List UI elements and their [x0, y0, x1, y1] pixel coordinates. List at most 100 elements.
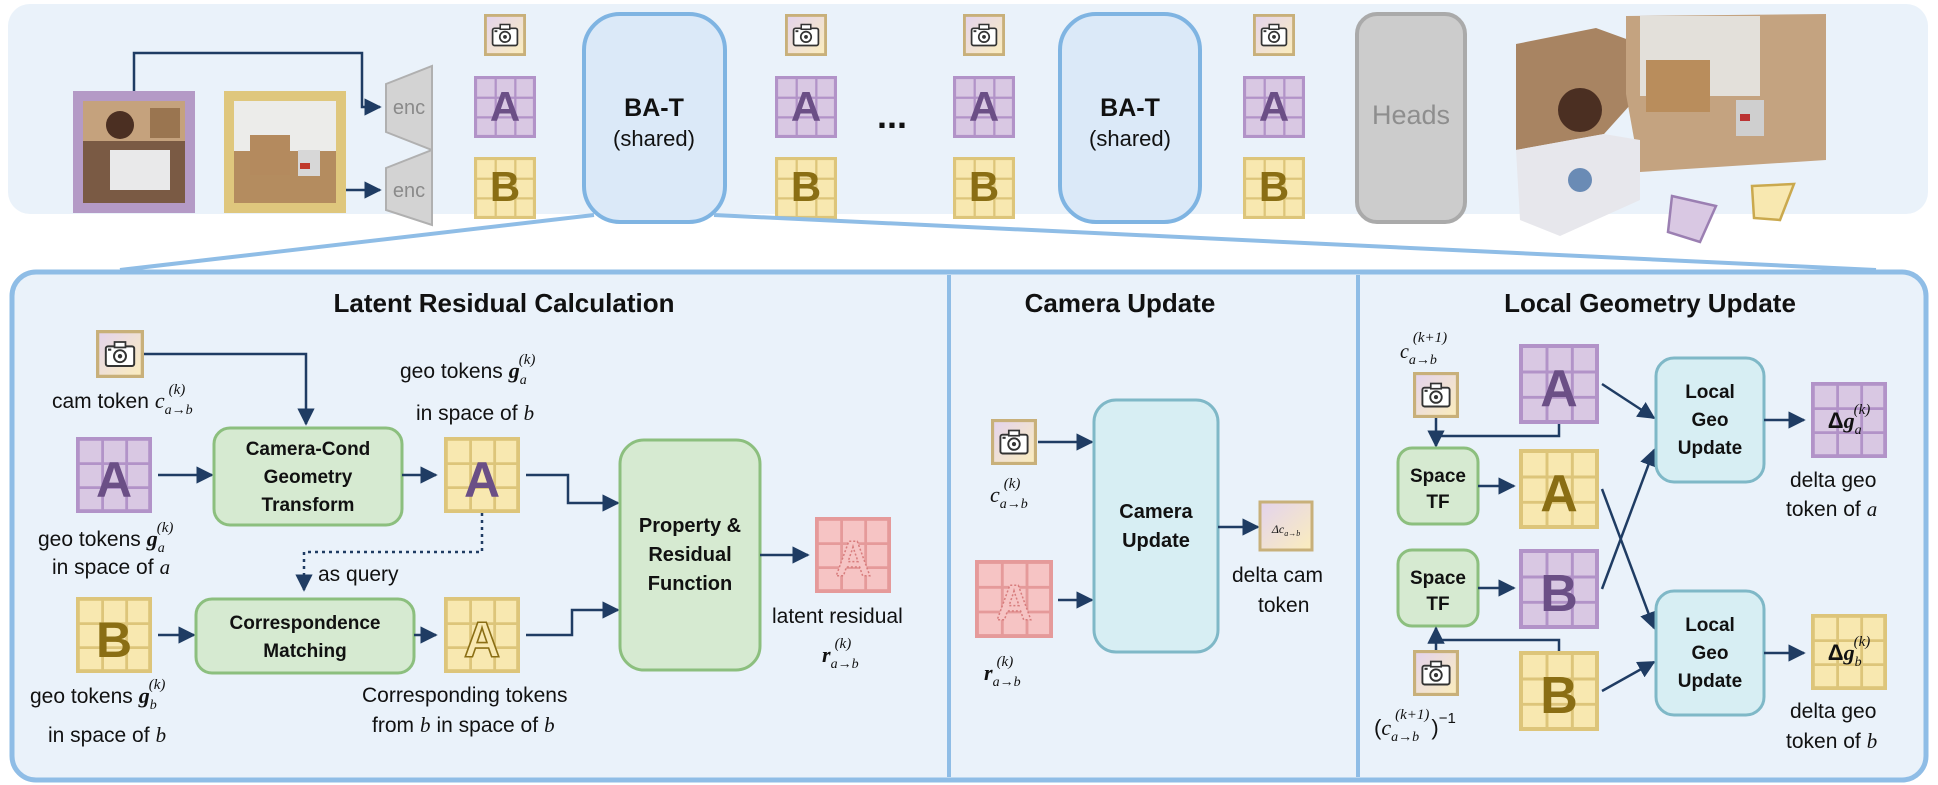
- lgu-a-top-letter: A: [1540, 360, 1578, 418]
- lgu-b-in-a-letter: B: [1540, 565, 1578, 623]
- heads-label: Heads: [1372, 100, 1450, 130]
- zoom-line-right: [713, 213, 1877, 272]
- token-a-letter: A: [1259, 83, 1289, 130]
- input-image-a: [73, 91, 195, 213]
- lgu-b-line-3: Update: [1678, 671, 1742, 692]
- a-top-to-lgu-a-arrow: [1601, 382, 1656, 420]
- token-b-letter: B: [490, 163, 520, 210]
- token-column-4: A B: [1243, 14, 1305, 219]
- a-in-b-to-lgu-b-arrow: [1600, 488, 1657, 630]
- input-image-b: [224, 91, 346, 213]
- residual-a-letter: A: [835, 531, 871, 587]
- latent-title: Latent Residual Calculation: [334, 288, 675, 318]
- corresponding-a-letter: A: [464, 612, 500, 668]
- delta-cam-token: Δca→b: [1258, 500, 1314, 552]
- heads-block: Heads: [1355, 12, 1467, 224]
- as-query-arrow: [295, 513, 484, 592]
- encoder-b: enc: [385, 148, 433, 227]
- cam-next-symbol: ca→b(k+1): [1400, 330, 1447, 368]
- cam-residual-symbol: ra→b(k): [984, 654, 1021, 690]
- geo-a-in-b-letter: A: [464, 452, 500, 508]
- delta-cam-label-2: token: [1258, 594, 1309, 617]
- spacetf2-line-2: TF: [1426, 594, 1449, 615]
- token-column-3: A B: [953, 14, 1015, 219]
- camera-icon: [1412, 650, 1460, 696]
- spacetf1-line-2: TF: [1426, 492, 1449, 513]
- lgu-b-line-1: Local: [1685, 615, 1735, 636]
- camera-icon: [484, 14, 526, 56]
- local-geo-update-box-b: Local Geo Update: [1654, 589, 1766, 717]
- spacetf1-line-1: Space: [1410, 466, 1466, 487]
- corr-line-1: Correspondence: [230, 613, 381, 634]
- token-b-letter: B: [791, 163, 821, 210]
- enc-b-label: enc: [393, 180, 425, 202]
- camera-update-box: Camera Update: [1092, 398, 1220, 654]
- cam-to-ccgt-arrow: [144, 352, 315, 426]
- delta-geo-a-label-1: delta geo: [1790, 469, 1876, 492]
- camera-cond-geometry-transform-box: Camera-Cond Geometry Transform: [212, 426, 404, 527]
- latent-residual-label: latent residual: [772, 605, 903, 628]
- as-query-label: as query: [318, 563, 399, 586]
- cam-update-input-symbol: ca→b(k): [990, 476, 1028, 512]
- token-column-2: A B: [775, 14, 837, 219]
- camera-icon: [785, 14, 827, 56]
- corresponding-label-1: Corresponding tokens: [362, 684, 567, 707]
- ccgt-line-3: Transform: [262, 495, 355, 516]
- b-bottom-to-lgu-b-arrow: [1601, 660, 1656, 693]
- camera-icon: [1253, 14, 1295, 56]
- lgu-a-in-b-letter: A: [1540, 465, 1578, 523]
- camera-icon: [1412, 372, 1460, 418]
- geo-a-letter: A: [96, 452, 132, 508]
- corr-line-2: Matching: [263, 641, 346, 662]
- delta-cam-symbol: Δca→b: [1271, 522, 1300, 538]
- lgu-b-bottom-letter: B: [1540, 667, 1578, 725]
- token-a-letter: A: [490, 83, 520, 130]
- bat-block-1: BA-T (shared): [582, 12, 727, 224]
- camera-icon: [963, 14, 1005, 56]
- bat1-title: BA-T: [624, 94, 684, 122]
- cam-residual-letter: A: [996, 575, 1032, 631]
- spacetf2-line-1: Space: [1410, 568, 1466, 589]
- latent-residual-symbol: ra→b(k): [822, 636, 859, 672]
- b-to-spacetf-line: [1440, 638, 1561, 651]
- encoder-a: enc: [385, 64, 433, 152]
- camera-icon: [990, 419, 1038, 465]
- cam-inverse-symbol: (ca→b(k+1))−1: [1374, 707, 1456, 745]
- geo-a-in-b-to-property-arrow: [526, 473, 620, 512]
- delta-g-b-symbol: Δgb(k): [1828, 634, 1870, 670]
- image-a-to-enc-arrow: [132, 51, 382, 116]
- property-residual-function-box: Property & Residual Function: [618, 438, 762, 672]
- b-in-a-to-lgu-a-arrow: [1600, 448, 1657, 590]
- delta-geo-b-label-1: delta geo: [1790, 700, 1876, 723]
- camera-icon: [96, 330, 144, 378]
- ellipsis: ...: [877, 95, 907, 136]
- token-b-letter: B: [969, 163, 999, 210]
- bat1-sub: (shared): [613, 126, 695, 151]
- geo-b-letter: B: [96, 612, 132, 668]
- prf-line-2: Residual: [648, 544, 731, 566]
- enc-a-label: enc: [393, 97, 425, 119]
- corresponding-to-property-arrow: [526, 601, 620, 637]
- camera-title: Camera Update: [1025, 288, 1216, 318]
- reconstruction-preview: [1516, 14, 1826, 244]
- camupdate-line-1: Camera: [1119, 501, 1193, 523]
- token-a-letter: A: [969, 83, 999, 130]
- prf-line-1: Property &: [639, 515, 741, 537]
- delta-cam-label-1: delta cam: [1232, 564, 1323, 587]
- space-tf-box-bottom: Space TF: [1396, 548, 1480, 628]
- lgu-b-line-2: Geo: [1692, 643, 1729, 664]
- ccgt-line-2: Geometry: [264, 467, 353, 488]
- space-tf-box-top: Space TF: [1396, 446, 1480, 526]
- ccgt-line-1: Camera-Cond: [246, 439, 371, 460]
- token-b-letter: B: [1259, 163, 1289, 210]
- local-title: Local Geometry Update: [1504, 288, 1796, 318]
